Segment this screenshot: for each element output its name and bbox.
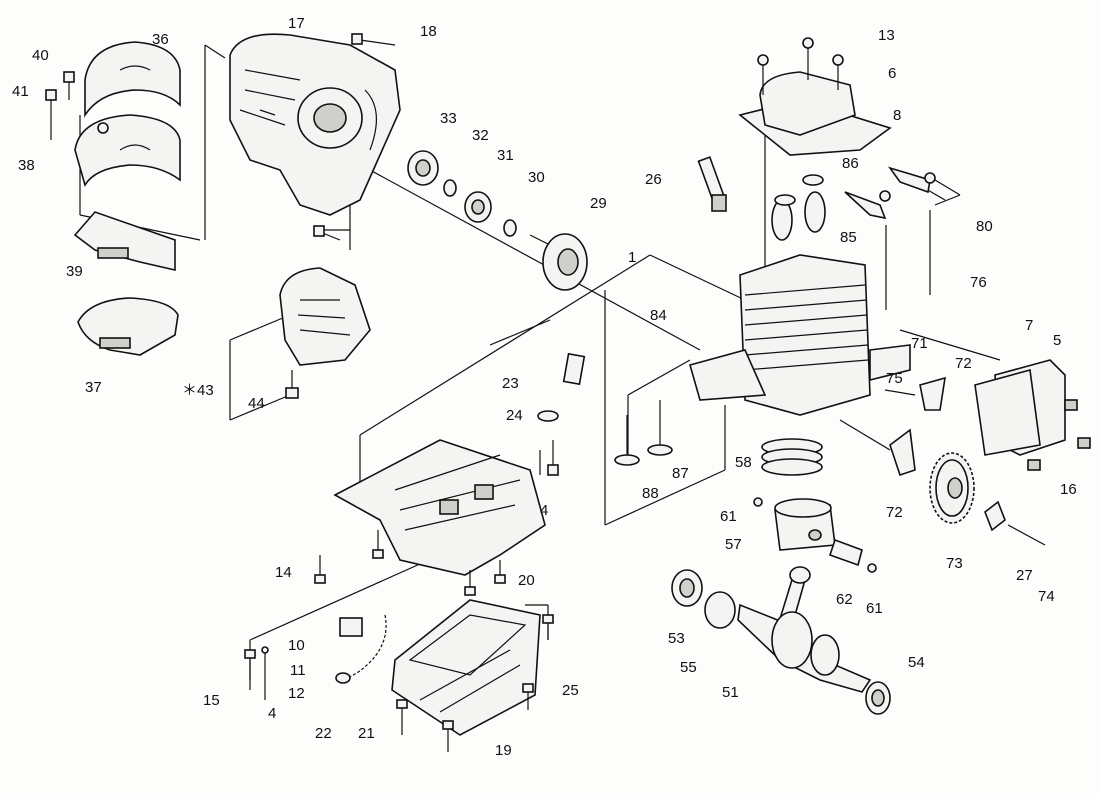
spark-plug-icon xyxy=(697,156,727,212)
valve-spring-icon xyxy=(771,174,826,241)
part-label-7-5: 7 xyxy=(1025,317,1033,334)
part-label-86-57: 86 xyxy=(842,155,859,172)
part-label-84-55: 84 xyxy=(650,307,667,324)
oil-pan-icon xyxy=(391,599,541,736)
part-label-41-35: 41 xyxy=(12,83,29,100)
part-label-88-59: 88 xyxy=(642,485,659,502)
part-label-25-22: 25 xyxy=(562,682,579,699)
oil-pan-bolts-icon xyxy=(244,614,554,752)
part-label-36-30: 36 xyxy=(152,31,169,48)
recoil-starter-housing-icon xyxy=(229,33,401,216)
crankcase-bolts-icon xyxy=(314,440,559,596)
part-label-57-42: 57 xyxy=(725,536,742,553)
part-label-40-34: 40 xyxy=(32,47,49,64)
recoil-cover-base-icon xyxy=(77,297,179,356)
part-label-51-38: 51 xyxy=(722,684,739,701)
cooling-cover-icon xyxy=(279,267,371,366)
part-label-87-58: 87 xyxy=(672,465,689,482)
part-label-61-44: 61 xyxy=(720,508,737,525)
piston-ring-icon xyxy=(761,438,823,476)
part-label-24-21: 24 xyxy=(506,407,523,424)
bearing-31-icon xyxy=(464,191,492,223)
part-label-43-36: ＊43 xyxy=(182,382,214,399)
part-label-38-32: 38 xyxy=(18,157,35,174)
part-label-22-19: 22 xyxy=(315,725,332,742)
part-label-10-7: 10 xyxy=(288,637,305,654)
part-label-76-53: 76 xyxy=(970,274,987,291)
part-label-72-49: 72 xyxy=(886,504,903,521)
piston-pin-icon xyxy=(753,497,877,573)
piston-icon xyxy=(774,498,836,551)
part-label-26-23: 26 xyxy=(645,171,662,188)
rocker-arm-icon xyxy=(844,166,936,310)
part-label-33-29: 33 xyxy=(440,110,457,127)
part-label-39-33: 39 xyxy=(66,263,83,280)
part-label-75-52: 75 xyxy=(886,370,903,387)
oil-sensor-icon xyxy=(537,352,586,422)
engine-head-cover-icon xyxy=(738,37,892,156)
part-label-18-15: 18 xyxy=(420,23,437,40)
part-label-13-10: 13 xyxy=(878,27,895,44)
part-label-29-25: 29 xyxy=(590,195,607,212)
part-label-72-48: 72 xyxy=(955,355,972,372)
part-label-5-3: 5 xyxy=(1053,332,1061,349)
part-label-55-41: 55 xyxy=(680,659,697,676)
oil-seal-icon xyxy=(671,569,891,715)
bolt-icon xyxy=(285,370,299,399)
valve-icon xyxy=(614,400,673,466)
part-label-58-43: 58 xyxy=(735,454,752,471)
part-label-19-16: 19 xyxy=(495,742,512,759)
recoil-cover-upper-icon xyxy=(84,41,181,118)
part-label-61-45: 61 xyxy=(866,600,883,617)
part-label-80-54: 80 xyxy=(976,218,993,235)
bolt-icon xyxy=(45,71,75,140)
part-label-6-4: 6 xyxy=(888,65,896,82)
part-label-4-1: 4 xyxy=(268,705,276,722)
recoil-cover-mid-icon xyxy=(74,114,181,188)
part-label-30-26: 30 xyxy=(528,169,545,186)
part-label-12-9: 12 xyxy=(288,685,305,702)
part-label-71-47: 71 xyxy=(911,335,928,352)
part-label-20-17: 20 xyxy=(518,572,535,589)
part-label-21-18: 21 xyxy=(358,725,375,742)
part-label-8-6: 8 xyxy=(893,107,901,124)
part-label-17-14: 17 xyxy=(288,15,305,32)
side-cover-icon xyxy=(974,359,1091,471)
part-label-31-27: 31 xyxy=(497,147,514,164)
recoil-cover-lower-icon xyxy=(73,211,176,272)
part-label-16-13: 16 xyxy=(1060,481,1077,498)
part-label-37-31: 37 xyxy=(85,379,102,396)
flywheel-icon xyxy=(529,233,588,291)
part-label-32-28: 32 xyxy=(472,127,489,144)
part-label-14-11: 14 xyxy=(275,564,292,581)
part-label-27-24: 27 xyxy=(1016,567,1033,584)
circlip-32-icon xyxy=(443,179,457,197)
part-label-85-56: 85 xyxy=(840,229,857,246)
engine-cylinder-icon xyxy=(689,254,911,416)
part-label-11-8: 11 xyxy=(290,662,306,679)
circlip-30-icon xyxy=(503,219,517,237)
breather-hose-icon xyxy=(261,614,387,684)
part-label-44-37: 44 xyxy=(248,395,265,412)
bolt-icon xyxy=(259,33,396,241)
crankcase-icon xyxy=(333,439,546,576)
crankshaft-icon xyxy=(737,566,872,693)
part-label-1-0: 1 xyxy=(628,249,636,266)
part-label-74-51: 74 xyxy=(1038,588,1055,605)
part-label-15-12: 15 xyxy=(203,692,220,709)
part-label-54-40: 54 xyxy=(908,654,925,671)
part-label-23-20: 23 xyxy=(502,375,519,392)
camshaft-gear-icon xyxy=(884,376,1046,546)
part-label-73-50: 73 xyxy=(946,555,963,572)
part-label-62-46: 62 xyxy=(836,591,853,608)
bearing-33-icon xyxy=(407,150,439,186)
part-label-4-2: 4 xyxy=(540,502,548,519)
part-label-53-39: 53 xyxy=(668,630,685,647)
